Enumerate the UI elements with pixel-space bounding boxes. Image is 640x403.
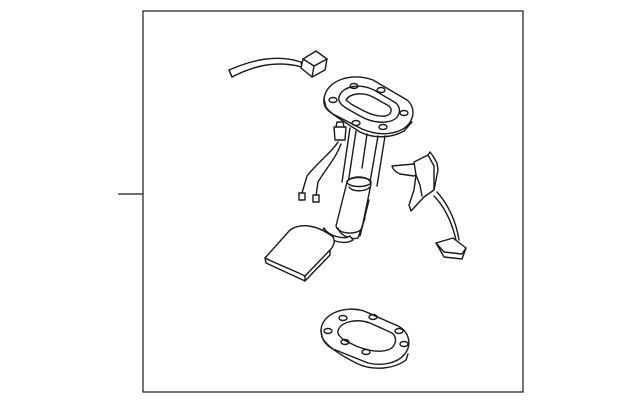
wiring-harness bbox=[228, 50, 328, 78]
fuel-pump-assembly bbox=[264, 76, 414, 282]
fuel-level-sender bbox=[391, 151, 467, 260]
mounting-gasket bbox=[320, 308, 410, 369]
diagram-frame bbox=[142, 10, 524, 393]
